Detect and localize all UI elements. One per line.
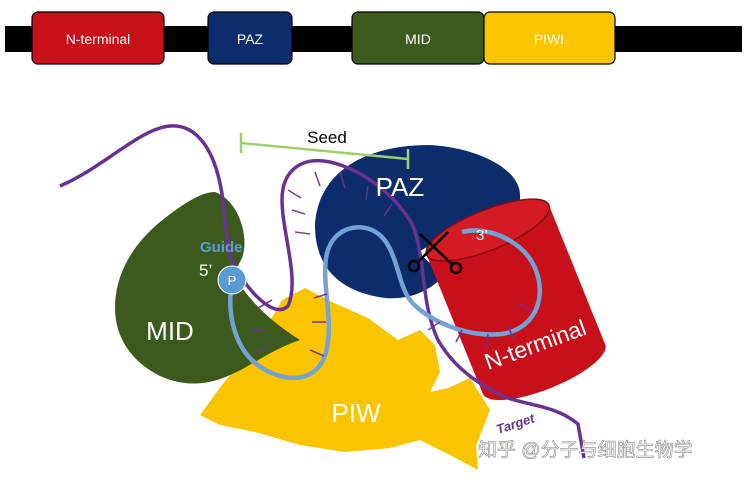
domain-box-n-terminal	[31, 11, 165, 65]
domain-label-piwi: PIWI	[534, 31, 564, 47]
guide-strand	[228, 225, 542, 381]
mid-label: MID	[146, 316, 194, 346]
domain-label-n-terminal: N-terminal	[66, 31, 131, 47]
domain-box-paz	[207, 11, 293, 65]
target-strand	[59, 124, 586, 459]
n-terminal-domain-shape	[425, 198, 606, 401]
seed-bracket	[239, 133, 410, 169]
guide-label: Guide	[200, 239, 243, 256]
five-prime-label: 5’	[199, 261, 212, 280]
piwi-label: PIW	[331, 398, 381, 428]
domain-bar: N-terminal PAZ MID PIWI	[5, 11, 742, 65]
base-pair-ticks	[250, 171, 533, 357]
paz-label: PAZ	[376, 172, 425, 202]
domain-label-mid: MID	[405, 31, 431, 47]
domain-label-paz: PAZ	[237, 31, 264, 47]
seed-label: Seed	[307, 128, 347, 147]
watermark-text: 知乎 @分子与细胞生物学	[478, 439, 693, 461]
three-prime-label: 3’	[476, 227, 488, 244]
mid-domain-shape	[115, 192, 300, 384]
paz-domain-shape	[315, 145, 520, 299]
target-label: Target	[494, 410, 537, 437]
domain-box-piwi	[483, 11, 616, 65]
scissors-icon	[407, 231, 463, 275]
structure: P Seed PAZ MID PIW N-terminal Guide 5’ 3…	[59, 124, 606, 470]
phosphate-label: P	[228, 273, 237, 288]
phosphate-circle	[217, 265, 247, 295]
